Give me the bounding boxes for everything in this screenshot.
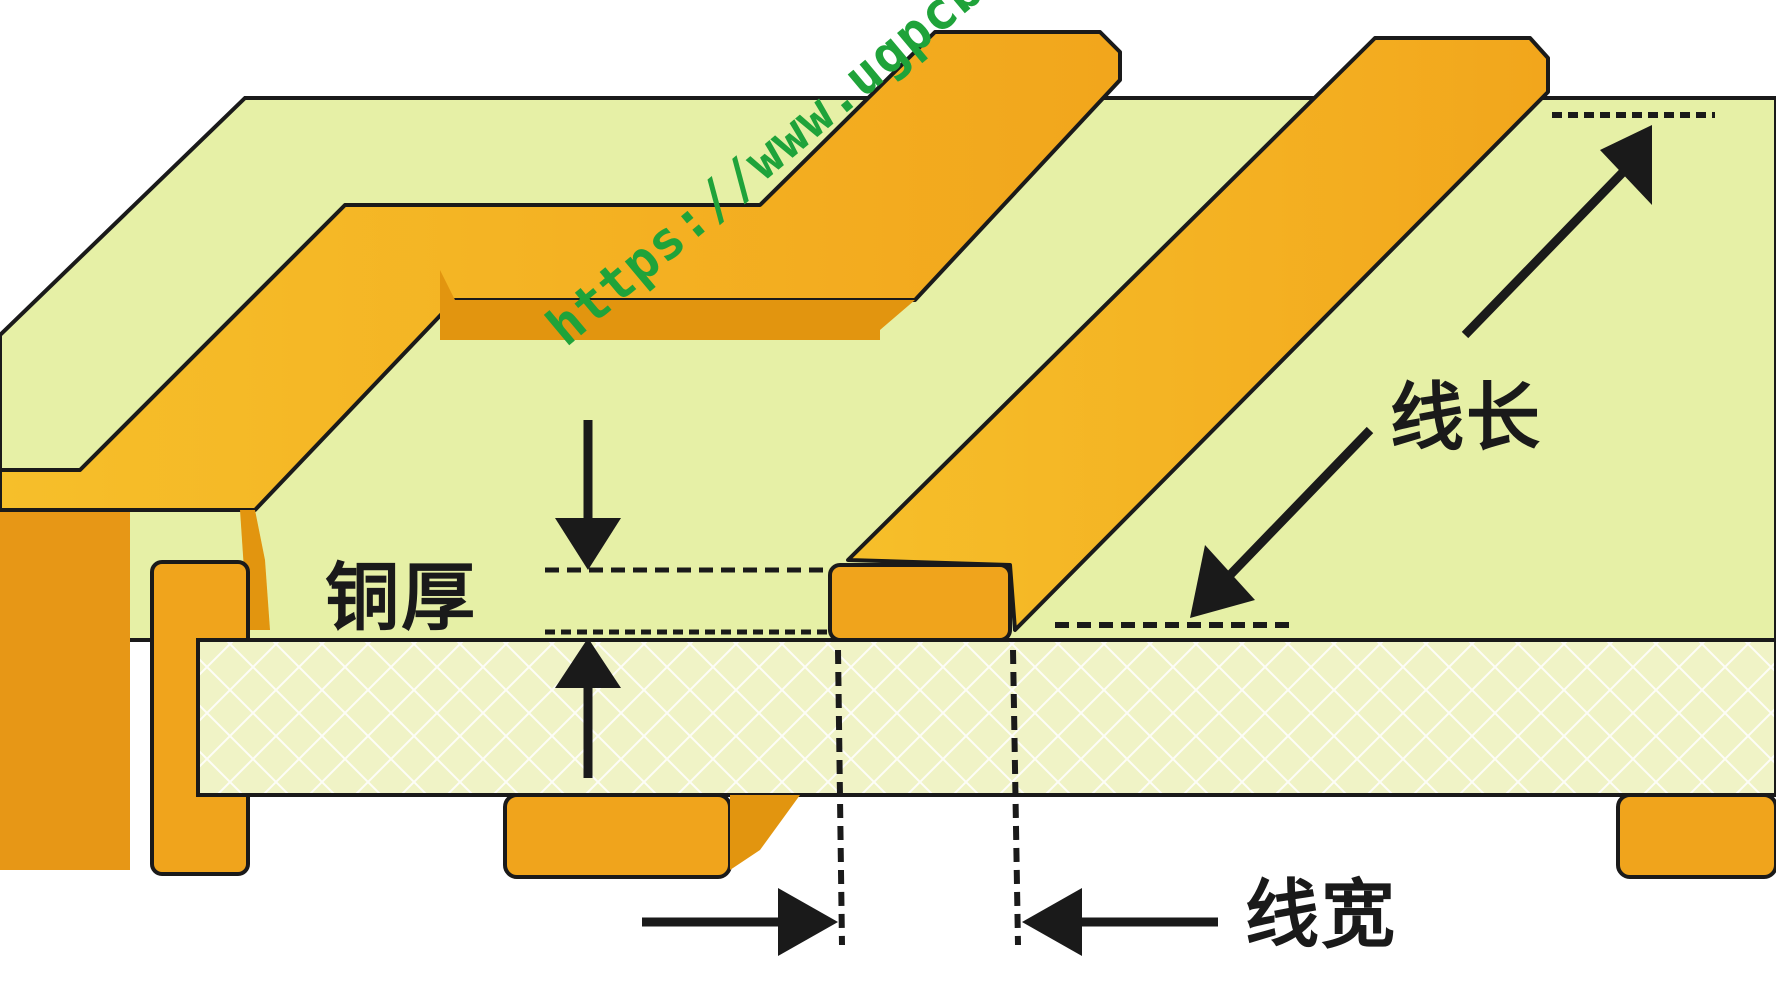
length-arrow-up-head [1600, 125, 1652, 205]
left-trace-lower-side [0, 470, 130, 870]
length-arrow-up-shaft [1461, 166, 1629, 339]
bottom-pad-left-side [730, 795, 800, 870]
width-ref-left [835, 649, 845, 946]
left-trace-inner-side [440, 270, 915, 340]
thickness-arrow-down-head [555, 518, 621, 570]
trace-length-label: 线长 [1390, 375, 1542, 461]
width-ref-right [1010, 649, 1021, 946]
substrate-weave [200, 642, 1774, 793]
trace-width-label: 线宽 [1245, 872, 1397, 958]
thickness-arrow-up-head [555, 638, 621, 688]
copper-thickness-label: 铜厚 [325, 555, 477, 641]
length-arrow-down-head [1190, 545, 1255, 618]
trace-cross-section [828, 563, 1012, 642]
width-arrow-left-head [1022, 888, 1082, 956]
left-trace-top-face [0, 30, 1122, 512]
length-arrow-down-shaft [1226, 426, 1374, 579]
bottom-pad-left [503, 793, 732, 879]
width-arrow-right-head [778, 888, 838, 956]
bottom-pad-right [1616, 793, 1776, 879]
